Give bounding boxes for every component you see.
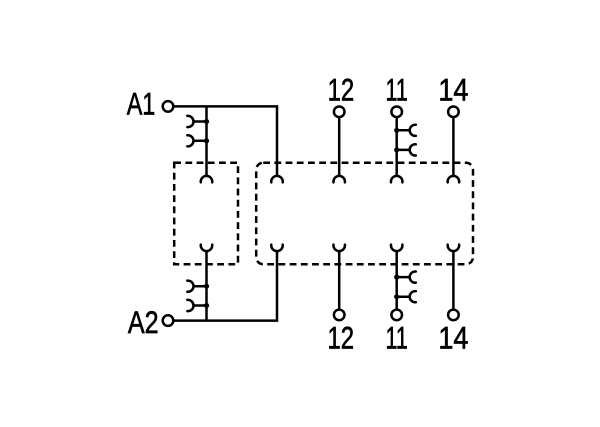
svg-text:A1: A1 xyxy=(127,87,156,122)
svg-text:12: 12 xyxy=(328,73,355,108)
svg-text:11: 11 xyxy=(386,73,408,108)
svg-text:11: 11 xyxy=(386,321,408,356)
svg-text:A2: A2 xyxy=(128,305,159,340)
svg-text:14: 14 xyxy=(438,73,468,108)
svg-text:14: 14 xyxy=(438,321,468,356)
svg-text:12: 12 xyxy=(328,321,355,356)
